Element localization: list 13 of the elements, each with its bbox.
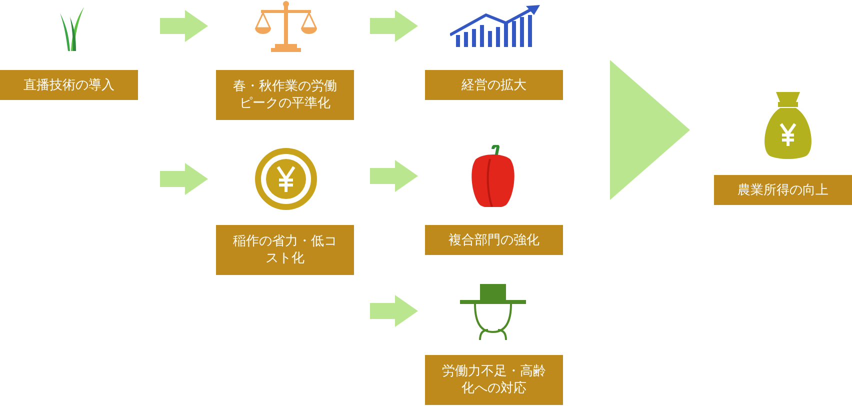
label-box: 稲作の省力・低コスト化 xyxy=(216,225,354,275)
arrow xyxy=(370,10,418,42)
label-box: 経営の拡大 xyxy=(425,70,563,100)
label-box: 農業所得の向上 xyxy=(714,175,852,205)
label-box: 複合部門の強化 xyxy=(425,225,563,255)
arrow xyxy=(370,160,418,192)
label-box: 春・秋作業の労働ピークの平準化 xyxy=(216,70,354,120)
arrow xyxy=(610,60,690,200)
arrow xyxy=(160,10,208,42)
label-box: 労働力不足・高齢化への対応 xyxy=(425,355,563,405)
arrow xyxy=(160,163,208,195)
label-box: 直播技術の導入 xyxy=(0,70,138,100)
arrow xyxy=(370,295,418,327)
